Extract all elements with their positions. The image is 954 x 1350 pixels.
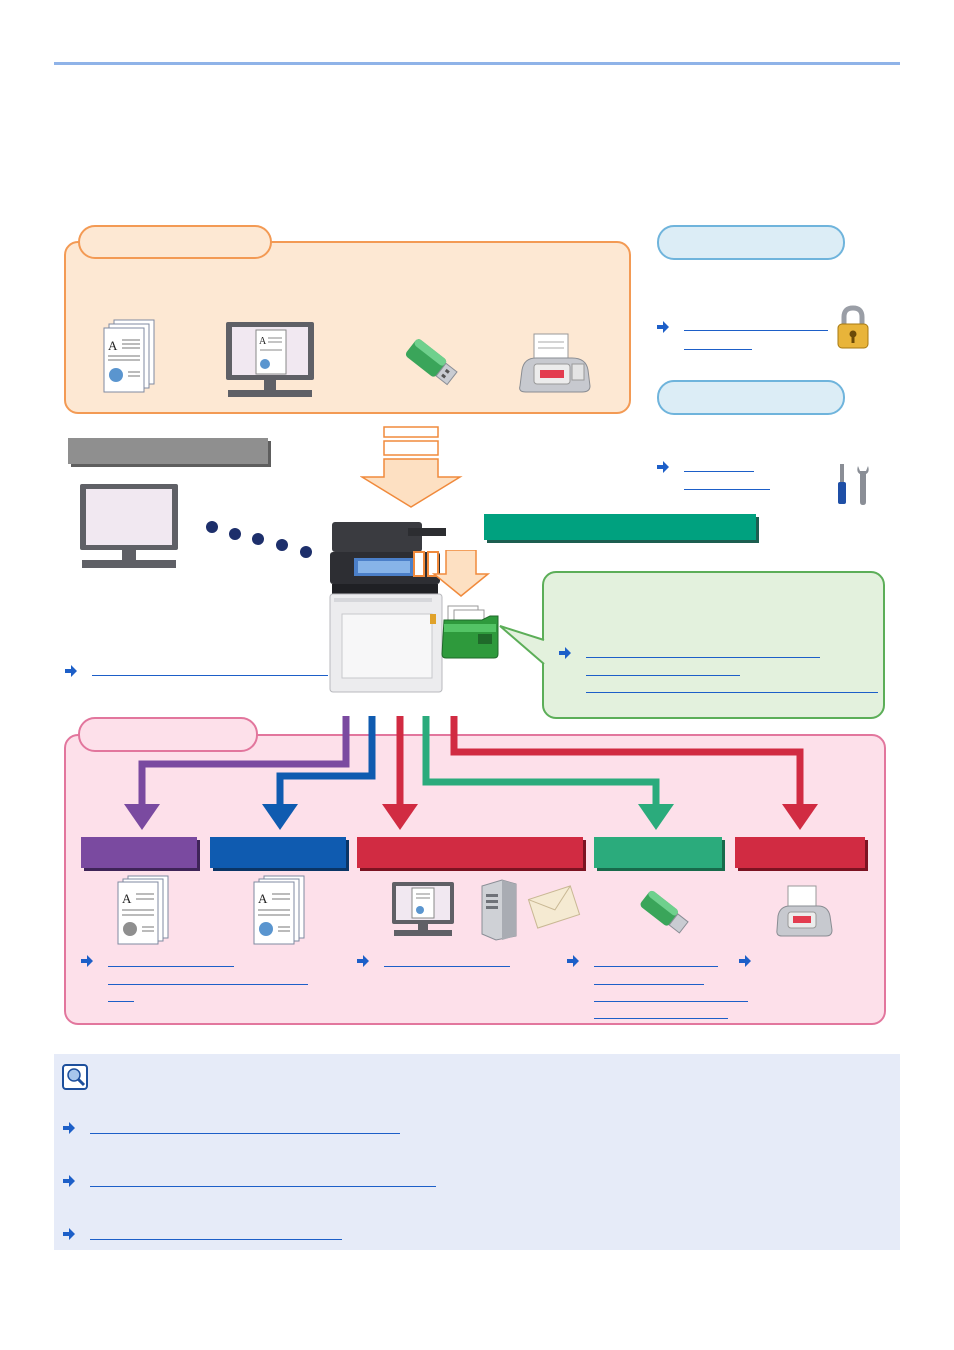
link-arrow-icon [357, 955, 369, 967]
box-link-line-3[interactable] [586, 692, 878, 693]
callout-pointer [499, 625, 545, 665]
input-panel-tab [78, 225, 272, 259]
usb-link-line-3[interactable] [594, 1001, 748, 1002]
copy-link-line-1[interactable] [108, 966, 234, 967]
server-icon [481, 879, 517, 941]
usb-memory-icon [640, 890, 689, 934]
computer-icon [80, 484, 178, 568]
security-tab [657, 225, 845, 260]
document-box-banner [484, 514, 756, 540]
security-link-line-1[interactable] [684, 330, 828, 331]
link-arrow-icon [65, 665, 77, 677]
fax-machine-icon [519, 333, 591, 393]
box-link-line-2[interactable] [586, 675, 740, 676]
link-arrow-icon [63, 1228, 75, 1240]
wrench-screwdriver-icon [838, 464, 869, 505]
fax-machine-icon [776, 885, 833, 937]
link-arrow-icon [657, 321, 669, 333]
print-destination-bar [210, 837, 346, 868]
link-arrow-icon [657, 461, 669, 473]
svg-text:A: A [258, 891, 268, 906]
usb-link-line-1[interactable] [594, 966, 718, 967]
link-arrow-icon [567, 955, 579, 967]
copy-destination-bar [81, 837, 197, 868]
usb-link-line-4[interactable] [594, 1018, 728, 1019]
security-link-line-2[interactable] [684, 349, 752, 350]
fax-destination-bar [735, 837, 865, 868]
note-link-line-3[interactable] [90, 1239, 342, 1240]
link-arrow-icon [739, 955, 751, 967]
link-arrow-icon [63, 1175, 75, 1187]
document-box-panel [542, 571, 885, 719]
remote-operation-banner [68, 438, 268, 464]
svg-text:A: A [259, 336, 267, 347]
send-destination-bar [357, 837, 583, 868]
link-arrow-icon [559, 647, 571, 659]
output-flow-arrows [124, 716, 818, 830]
computer-icon [392, 882, 454, 936]
copy-document-icon: A [117, 875, 169, 945]
output-panel-tab [78, 717, 258, 752]
svg-text:A: A [122, 891, 132, 906]
usb-destination-bar [594, 837, 722, 868]
computer-icon: A [226, 322, 314, 397]
print-document-icon: A [253, 875, 305, 945]
usb-link-line-2[interactable] [594, 984, 704, 985]
box-link-line-1[interactable] [586, 657, 820, 658]
settings-link-line-2[interactable] [684, 489, 770, 490]
copy-link-line-3[interactable] [108, 1001, 134, 1002]
remote-link-line[interactable] [92, 675, 328, 676]
input-flow-arrow [360, 426, 463, 508]
note-panel [54, 1054, 900, 1250]
document-box-folder-icon [441, 605, 499, 659]
link-arrow-icon [63, 1122, 75, 1134]
note-icon [62, 1064, 88, 1090]
printer-device-image [329, 522, 446, 693]
box-save-arrow [413, 550, 490, 597]
original-document-icon: A [103, 319, 155, 393]
usb-memory-icon [405, 339, 458, 386]
envelope-icon [527, 885, 581, 929]
link-arrow-icon [81, 955, 93, 967]
settings-link-line-1[interactable] [684, 471, 754, 472]
header-rule [54, 62, 900, 65]
note-link-line-2[interactable] [90, 1186, 436, 1187]
padlock-icon [837, 305, 869, 349]
send-link-line[interactable] [384, 966, 510, 967]
note-link-line-1[interactable] [90, 1133, 400, 1134]
connection-dots [206, 521, 312, 558]
copy-link-line-2[interactable] [108, 984, 308, 985]
svg-text:A: A [108, 338, 118, 353]
settings-tab [657, 380, 845, 415]
